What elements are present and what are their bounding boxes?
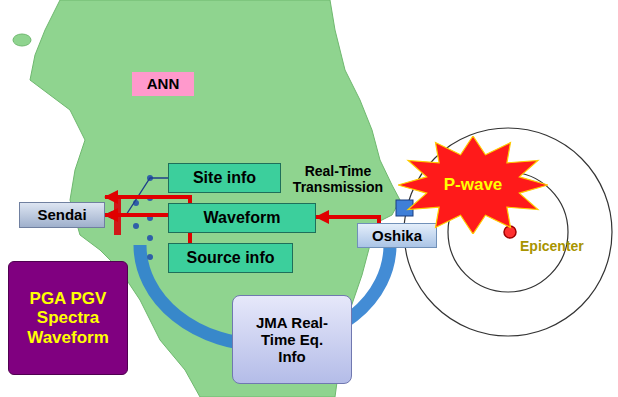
input-box: Site info [168,163,281,193]
text-wrap: PGA PGV Spectra Waveform [27,289,109,348]
output-box: PGA PGV Spectra Waveform [8,261,128,375]
edge-label: Real-Time Transmission [286,163,390,195]
node-text: Source info [186,249,274,267]
text-wrap: JMA Real-Time Eq. Info [246,314,338,366]
text-wrap: Sendai [37,206,86,223]
node-text: Site info [193,169,256,187]
node-text: PGA PGV Spectra Waveform [27,289,109,348]
star-shape [398,136,548,234]
input-box: Waveform [168,203,316,233]
info-box: JMA Real-Time Eq. Info [232,295,352,384]
burst-star: P-wave [398,136,548,234]
node-text: JMA Real-Time Eq. Info [246,314,338,366]
text-wrap: Oshika [372,227,422,244]
island [13,34,31,46]
node-text: Oshika [372,227,422,244]
node-text: Sendai [37,206,86,223]
input-box: Source info [168,243,293,273]
node-text: ANN [147,75,180,92]
text-wrap: P-wave [444,175,503,195]
neuron [147,254,153,260]
text-wrap: Site info [193,169,256,187]
text-wrap: ANN [147,75,180,92]
site-box: Sendai [19,202,105,228]
node-text: P-wave [444,175,503,195]
text-wrap: Source info [186,249,274,267]
neuron [133,223,139,229]
station-box: Oshika [357,223,437,248]
node-text: Waveform [204,209,281,227]
place-label: Epicenter [520,238,584,254]
text-wrap: Waveform [204,209,281,227]
neuron [147,235,153,241]
label-box: ANN [132,72,194,96]
